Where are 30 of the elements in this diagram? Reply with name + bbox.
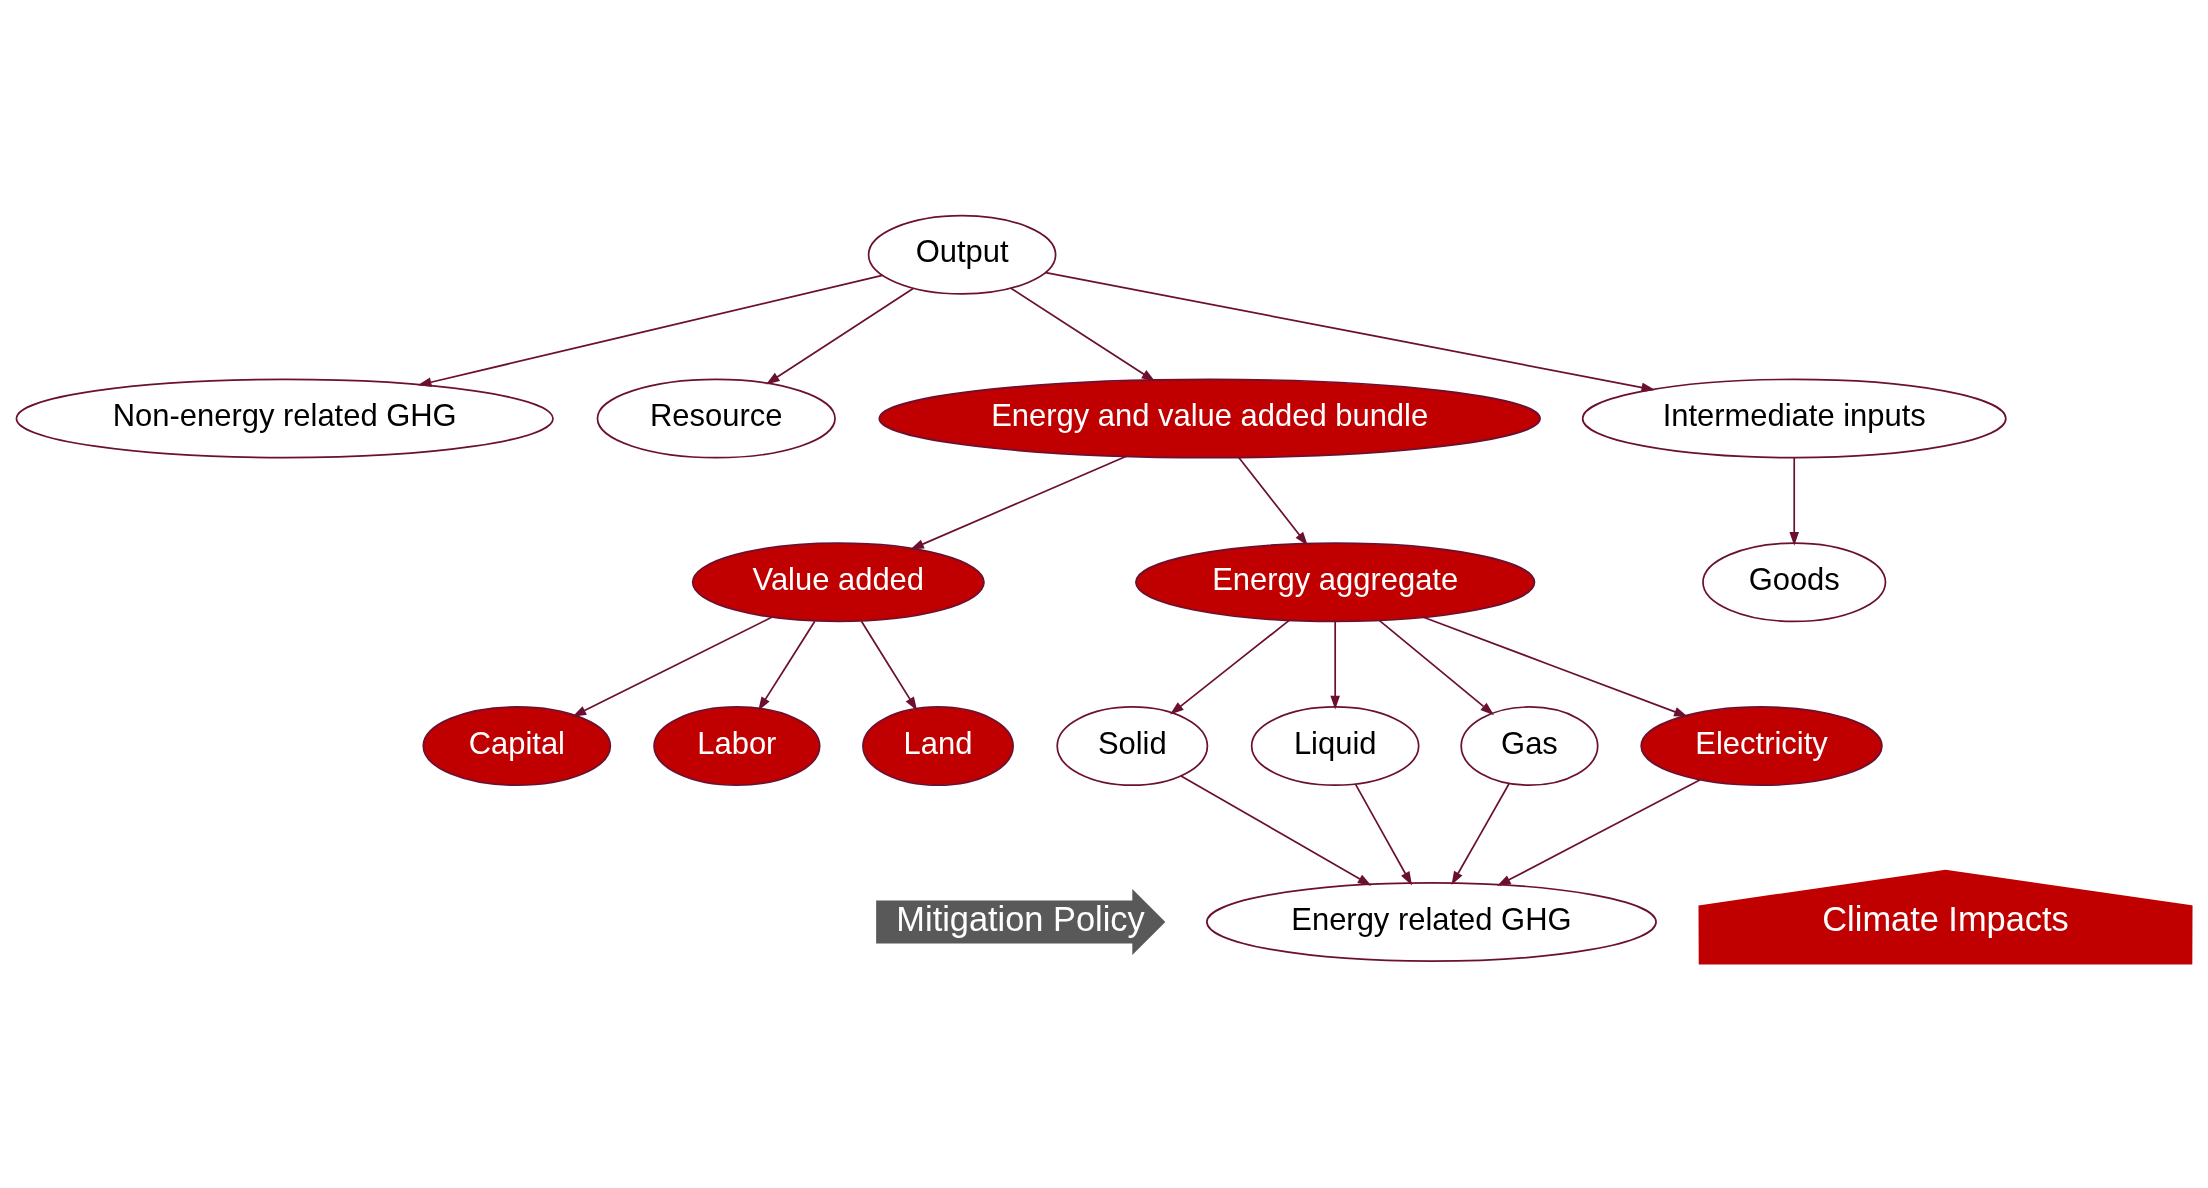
arrow (860, 619, 918, 711)
node-ellipse: Energy related GHG (1206, 881, 1657, 962)
node-ellipse: Land (862, 705, 1014, 786)
node-ellipse: Solid (1056, 705, 1209, 786)
arrow (1451, 782, 1510, 885)
node-ellipse: Goods (1702, 541, 1887, 622)
arrow (1044, 271, 1656, 392)
node-ellipse: Output (867, 214, 1057, 295)
arrow (572, 615, 773, 717)
node-ellipse: Liquid (1250, 705, 1420, 786)
arrow (1180, 774, 1372, 886)
arrow (1422, 615, 1688, 717)
arrow (1789, 456, 1800, 546)
arrow (1169, 619, 1290, 715)
arrow (417, 274, 884, 387)
node-ellipse: Gas (1460, 705, 1599, 786)
node-ellipse: Labor (653, 705, 821, 786)
arrow (910, 454, 1128, 550)
arrow (1237, 456, 1308, 546)
node-ellipse: Energy aggregate (1135, 541, 1536, 622)
node-ellipse: Energy and value added bundle (878, 378, 1541, 459)
node-ellipse: Intermediate inputs (1581, 378, 2007, 459)
arrow (758, 619, 816, 711)
node-ellipse: Resource (596, 378, 836, 459)
arrow (765, 286, 915, 384)
arrow (1354, 783, 1412, 885)
arrow (1496, 778, 1702, 886)
arrow (1378, 619, 1495, 715)
arrow (1330, 619, 1340, 709)
arrow (1010, 286, 1156, 382)
